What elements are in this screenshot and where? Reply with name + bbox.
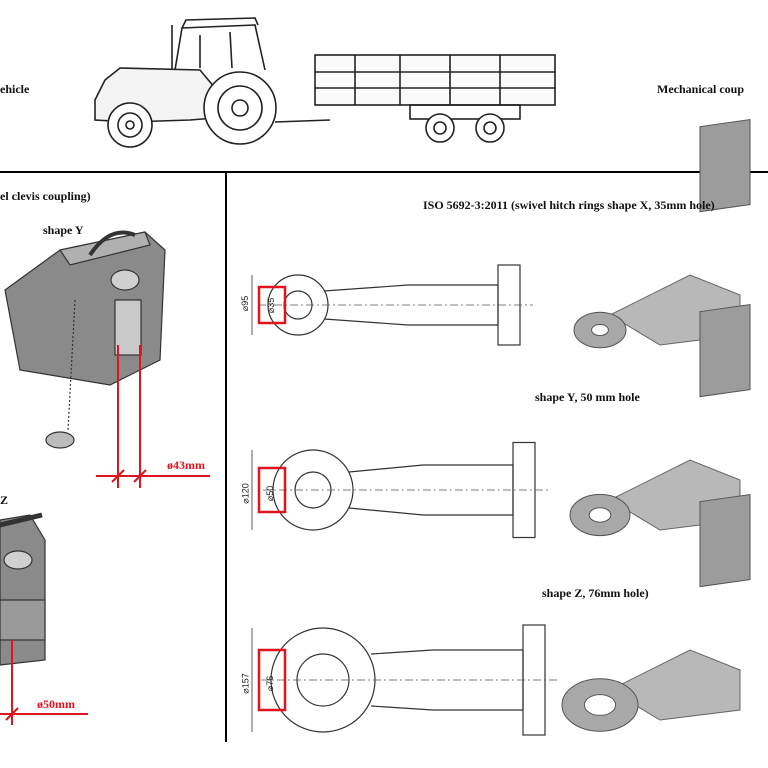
clevis-shape-z-label: Z	[0, 493, 9, 507]
drawing-z-inner-diameter: ⌀76	[265, 675, 276, 692]
ring-3d-flange-y	[699, 304, 751, 398]
inner-dim-highlight-y	[257, 466, 287, 514]
inner-dim-highlight-z	[257, 648, 287, 712]
ring-3d-flange-z	[699, 494, 751, 588]
ring-shape-y-label: shape Y, 50 mm hole	[535, 390, 640, 404]
ring-shape-z-label: shape Z, 76mm hole)	[542, 586, 649, 600]
clevis-y-diameter: ø43mm	[167, 458, 205, 472]
mechanical-coupling-label: Mechanical coup	[657, 82, 744, 96]
clevis-coupling-z-image	[0, 512, 46, 666]
vehicle-label: ehicle	[0, 82, 30, 96]
ring-eye-outline-y	[272, 449, 354, 531]
tractor-trailer-illustration	[94, 17, 556, 148]
right-panel-title: ISO 5692-3:2011 (swivel hitch rings shap…	[423, 198, 715, 212]
left-panel-title: el clevis coupling)	[0, 189, 91, 203]
clevis-z-diameter: ø50mm	[37, 697, 75, 711]
dimension-lines-50	[0, 640, 88, 725]
clevis-shape-y-label: shape Y	[43, 223, 84, 237]
ring-3d-hole-z	[583, 694, 617, 716]
ring-3d-body-z	[608, 649, 741, 721]
drawing-y-outer-diameter: ⌀120	[240, 483, 251, 504]
drawing-x-outer-diameter: ⌀95	[240, 295, 251, 312]
ring-3d-hole-y	[588, 507, 612, 523]
ring-3d-flange-x	[699, 119, 751, 213]
drawing-z-outer-diameter: ⌀157	[240, 673, 251, 694]
hitch-ring-drawings	[251, 119, 751, 736]
dimension-lines-43	[96, 345, 210, 488]
clevis-coupling-y-image	[4, 230, 166, 449]
drawing-y-inner-diameter: ⌀50	[265, 485, 276, 502]
ring-3d-hole-x	[591, 323, 609, 337]
inner-dim-highlight-x	[257, 285, 287, 325]
drawing-x-inner-diameter: ⌀35	[266, 297, 277, 314]
